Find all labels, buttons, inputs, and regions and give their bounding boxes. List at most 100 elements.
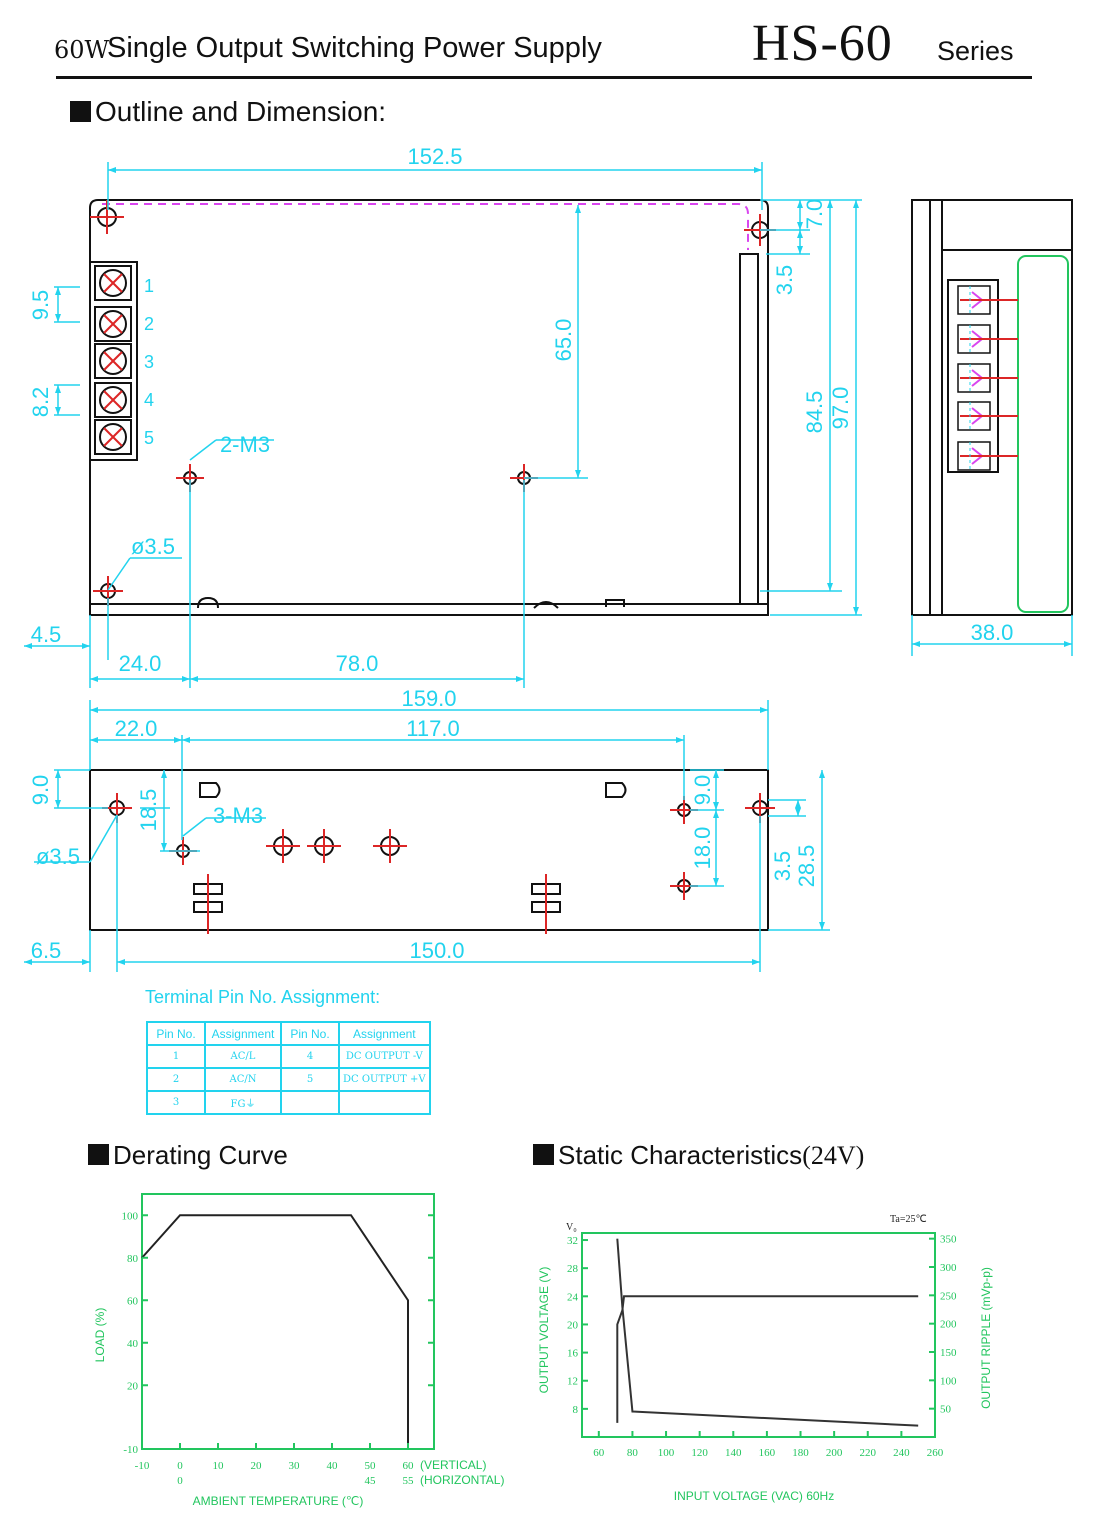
bottom-m3-hole-d	[373, 829, 407, 863]
dim-label-95: 9.5	[28, 290, 53, 321]
derating-y-axis-label: LOAD (%)	[93, 1308, 107, 1363]
table-cell	[280, 1090, 340, 1115]
terminal-cell	[94, 343, 132, 379]
dim-label-45: 4.5	[31, 622, 62, 647]
side-terminal	[957, 363, 1018, 393]
dimension-arrow	[182, 676, 190, 682]
derating-vertical-suffix: (VERTICAL)	[420, 1458, 486, 1472]
side-chassis	[911, 199, 1073, 616]
dim-label-18: 18.0	[690, 827, 715, 870]
outline-title-text: Outline and Dimension:	[95, 96, 387, 127]
dim-label-65: 65.0	[551, 319, 576, 362]
terminal-number-label: 5	[144, 428, 154, 448]
terminal-number-label: 1	[144, 276, 154, 296]
terminal-number-label: 3	[144, 352, 154, 372]
top-chassis	[89, 199, 769, 605]
dimension-arrow	[713, 802, 719, 810]
derating-x-tick-label: 50	[365, 1460, 377, 1472]
derating-x-tick-label: 20	[251, 1460, 263, 1472]
derating-x-tick-label: 0	[177, 1460, 183, 1472]
bottom-m3-hole-b	[266, 829, 300, 863]
dimension-arrow	[55, 385, 61, 393]
dimension-arrow	[853, 200, 859, 208]
terminal-screw	[99, 347, 127, 375]
dimension-arrow	[797, 230, 803, 238]
top-slot-b	[533, 601, 559, 609]
derating-x-tick-label: 60	[403, 1460, 415, 1472]
static-y2-tick-label: 50	[940, 1404, 952, 1416]
static-y-tick-label: 24	[567, 1291, 579, 1303]
static-y-unit-label: V₀	[566, 1222, 577, 1233]
derating-y-tick-label: 60	[127, 1295, 139, 1307]
screw-terminal	[94, 382, 132, 418]
derating-x-tick-label: -10	[135, 1460, 150, 1472]
model-number: HS-60	[752, 15, 893, 72]
static-title-text: Static Characteristics	[558, 1140, 803, 1170]
dimension-arrow	[1064, 641, 1072, 647]
table-cell: 5	[280, 1067, 340, 1092]
derating-horizontal-suffix: (HORIZONTAL)	[420, 1473, 504, 1487]
dimension-arrow	[161, 843, 167, 851]
terminal-cell	[94, 382, 132, 418]
dim-label-35: 3.5	[772, 265, 797, 296]
derating-x-tick-label-horizontal: 55	[403, 1475, 415, 1487]
terminal-number-label: 2	[144, 314, 154, 334]
static-x-tick-label: 60	[593, 1447, 605, 1459]
screw-terminal	[94, 306, 132, 342]
dim-label-97: 97.0	[828, 387, 853, 430]
static-annotation: Ta=25℃	[890, 1214, 927, 1225]
dimension-arrow	[182, 737, 190, 743]
dimension-arrow	[117, 959, 125, 965]
table-cell	[338, 1090, 431, 1115]
dimension-arrow	[161, 770, 167, 778]
table-cell: AC/N	[204, 1067, 282, 1092]
static-x-tick-label: 240	[893, 1447, 910, 1459]
dimension-line	[107, 557, 131, 591]
screw-terminal	[94, 343, 132, 379]
side-view-outline	[911, 199, 1073, 616]
terminal-cross	[103, 273, 123, 293]
series-label: Series	[937, 36, 1014, 66]
static-frame	[581, 1232, 936, 1438]
static-x-axis-label: INPUT VOLTAGE (VAC) 60Hz	[674, 1489, 834, 1503]
dimension-arrow	[797, 246, 803, 254]
top-slot-a	[197, 596, 219, 609]
static-y2-tick-label: 150	[940, 1347, 957, 1359]
hidden-outline-line	[102, 203, 749, 250]
dim-label-78: 78.0	[336, 651, 379, 676]
dimension-arrow	[190, 676, 198, 682]
dimension-arrow	[24, 643, 32, 649]
dim-label-3m3: 3-M3	[213, 803, 263, 828]
screw-terminal	[94, 419, 132, 455]
derating-x-tick-label: 10	[213, 1460, 225, 1472]
outline-section-title: Outline and Dimension:	[70, 96, 386, 128]
static-x-tick-label: 260	[927, 1447, 944, 1459]
dimension-arrow	[90, 707, 98, 713]
dim-label-82: 8.2	[28, 387, 53, 418]
dimension-line	[189, 439, 217, 461]
table-row: 1 AC/L 4 DC OUTPUT -V	[146, 1044, 431, 1069]
table-cell: 2	[146, 1067, 206, 1092]
drawing-marks	[90, 200, 1018, 934]
terminal-pin-table: Pin No. Assignment Pin No. Assignment 1 …	[146, 1021, 431, 1115]
terminal-screw	[99, 310, 127, 338]
terminal-cross	[103, 390, 123, 410]
bullet-square	[533, 1144, 554, 1165]
terminal-cell	[94, 306, 132, 342]
derating-y-tick-label: 100	[122, 1210, 139, 1222]
static-x-tick-label: 200	[826, 1447, 843, 1459]
dim-label-845: 84.5	[802, 391, 827, 434]
table-cell: FG⏚	[204, 1090, 282, 1115]
derating-axes	[141, 1193, 435, 1450]
static-y2-tick-label: 300	[940, 1262, 957, 1274]
static-x-tick-label: 180	[792, 1447, 809, 1459]
terminal-screw	[99, 423, 127, 451]
derating-section-title: Derating Curve	[88, 1140, 288, 1171]
terminal-cross	[103, 427, 123, 447]
dim-label-150: 150.0	[409, 938, 464, 963]
top-base-flange	[89, 603, 769, 616]
dimension-arrow	[827, 583, 833, 591]
